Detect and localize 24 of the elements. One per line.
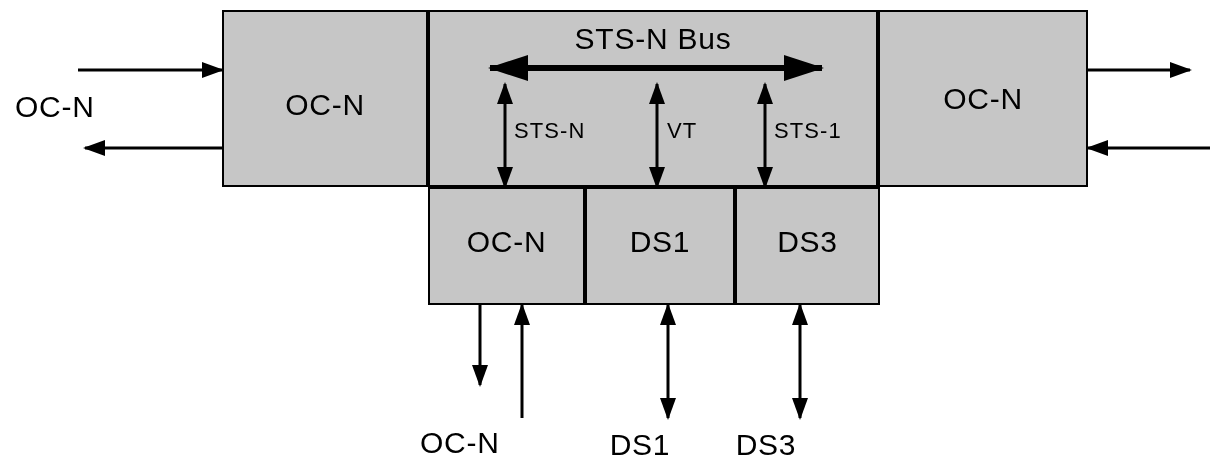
signal-label: OC-N [15,92,95,122]
block-box [428,187,585,305]
block-label: OC-N [466,227,547,257]
block-label: DS3 [777,227,838,257]
arrow [1086,140,1210,156]
block-box [222,10,428,187]
block-label: DS1 [609,430,671,460]
block-label: DS3 [735,430,797,460]
block-box [735,187,880,305]
block-box [878,10,1088,187]
arrow [83,140,222,156]
block-label: DS1 [629,227,691,257]
block-box [585,187,735,305]
signal-label: OC-N [420,428,500,458]
arrow [472,305,488,387]
arrow [792,303,808,420]
arrow [514,303,530,418]
block-label: OC-N [943,84,1023,114]
block-label: OC-N [285,90,365,120]
block-box [428,10,878,187]
arrow [660,303,676,420]
arrow [1088,62,1192,78]
block-label: STS-N Bus [574,24,732,54]
arrow [78,62,224,78]
